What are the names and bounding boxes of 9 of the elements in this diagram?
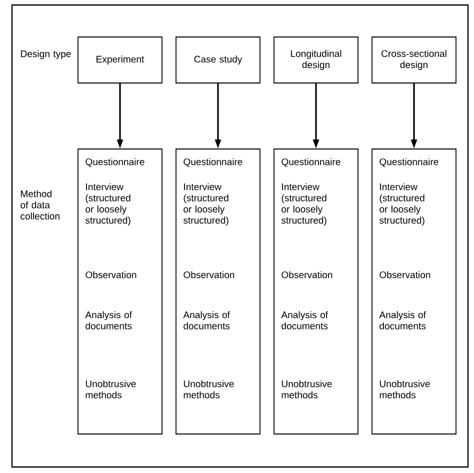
design-box: Case study bbox=[176, 36, 260, 84]
method-box: Questionnaire Interview (structured or loosely structured) Observation Analysis of documents Unobtrusive methods bbox=[372, 148, 456, 434]
design-box: Experiment bbox=[78, 36, 162, 84]
method-box: Questionnaire Interview (structured or loosely structured) Observation Analysis of documents Unobtrusive methods bbox=[274, 148, 358, 434]
row-label: Method of data collection bbox=[20, 190, 60, 220]
design-box: Cross-sectional design bbox=[372, 36, 456, 84]
method-box: Questionnaire Interview (structured or loosely structured) Observation Analysis of documents Unobtrusive methods bbox=[176, 148, 260, 434]
method-box: Questionnaire Interview (structured or loosely structured) Observation Analysis of documents Unobtrusive methods bbox=[78, 148, 162, 434]
design-box: Longitudinal design bbox=[274, 36, 358, 84]
